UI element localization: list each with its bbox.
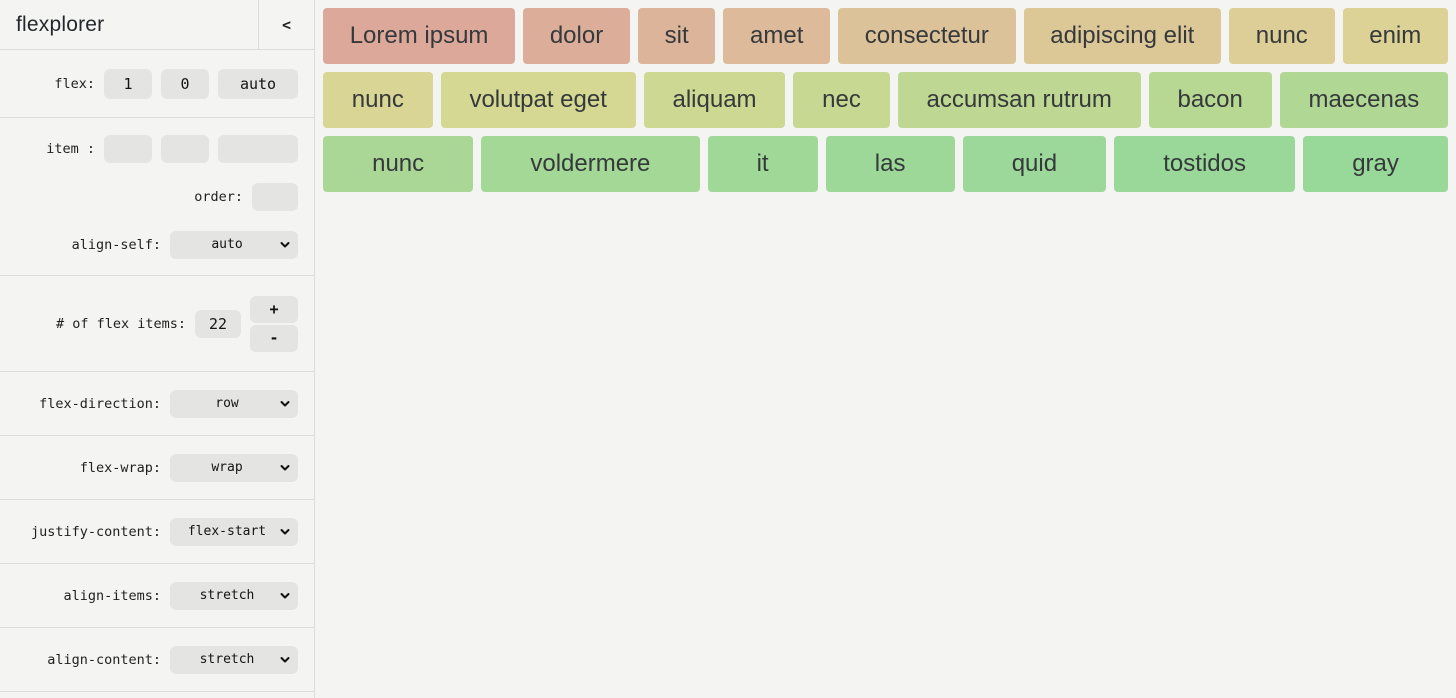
justify-content-row: justify-content: flex-start (16, 517, 298, 546)
flex-item[interactable]: nunc (323, 136, 474, 192)
align-content-label: align-content: (47, 651, 161, 668)
align-content-select[interactable]: stretch (170, 645, 298, 674)
flex-item[interactable]: adipiscing elit (1023, 8, 1222, 64)
flex-item[interactable]: bacon (1148, 72, 1272, 128)
align-items-row: align-items: stretch (16, 581, 298, 610)
item-count-label: # of flex items: (55, 315, 186, 332)
flex-direction-select[interactable]: row (170, 389, 298, 418)
item-count-row: # of flex items: + - (16, 295, 298, 352)
flex-item[interactable]: enim (1342, 8, 1448, 64)
flex-grow-input[interactable] (104, 68, 152, 99)
flex-direction-label: flex-direction: (39, 395, 161, 412)
item-count-input[interactable] (195, 309, 241, 338)
align-content-section: align-content: stretch (0, 628, 314, 692)
flex-item[interactable]: it (707, 136, 818, 192)
item-flex-basis-input[interactable] (218, 134, 298, 163)
flex-item[interactable]: aliquam (643, 72, 786, 128)
flex-item[interactable]: volutpat eget (440, 72, 636, 128)
order-input[interactable] (252, 182, 298, 211)
item-count-stepper: + - (250, 295, 298, 352)
flex-item[interactable]: sit (637, 8, 716, 64)
align-content-row: align-content: stretch (16, 645, 298, 674)
flex-label: flex: (54, 75, 95, 92)
flex-item[interactable]: voldermere (481, 136, 700, 192)
item-flex-row: item : (16, 134, 298, 163)
flex-item[interactable]: las (825, 136, 955, 192)
order-label: order: (194, 188, 243, 205)
align-self-row: align-self: auto (16, 230, 298, 259)
order-row: order: (16, 182, 298, 211)
app-title: flexplorer (16, 12, 105, 36)
flex-direction-section: flex-direction: row (0, 372, 314, 436)
justify-content-select[interactable]: flex-start (170, 517, 298, 546)
sidebar: flexplorer < flex: item : order: align-s… (0, 0, 315, 698)
align-items-label: align-items: (63, 587, 161, 604)
justify-content-label: justify-content: (30, 523, 161, 540)
flex-section: flex: (0, 50, 314, 118)
flex-direction-row: flex-direction: row (16, 389, 298, 418)
flex-item[interactable]: nec (793, 72, 890, 128)
item-label: item : (46, 140, 95, 157)
align-items-select[interactable]: stretch (170, 581, 298, 610)
flex-item[interactable]: dolor (523, 8, 630, 64)
align-self-select[interactable]: auto (170, 230, 298, 259)
flex-wrap-label: flex-wrap: (79, 459, 161, 476)
flex-item[interactable]: tostidos (1114, 136, 1296, 192)
align-self-label: align-self: (71, 236, 161, 253)
flex-item[interactable]: consectetur (838, 8, 1016, 64)
flex-item[interactable]: gray (1303, 136, 1448, 192)
item-count-section: # of flex items: + - (0, 276, 314, 372)
flex-item[interactable]: accumsan rutrum (897, 72, 1141, 128)
flex-item[interactable]: nunc (1229, 8, 1335, 64)
add-item-button[interactable]: + (250, 295, 298, 323)
flex-shrink-input[interactable] (161, 68, 209, 99)
flex-item[interactable]: nunc (323, 72, 433, 128)
flex-wrap-section: flex-wrap: wrap (0, 436, 314, 500)
flex-row: flex: (16, 68, 298, 99)
item-flex-grow-input[interactable] (104, 134, 152, 163)
sidebar-filler (0, 692, 314, 698)
flex-item[interactable]: amet (723, 8, 831, 64)
sidebar-collapse-button[interactable]: < (258, 0, 314, 49)
chevron-left-icon: < (281, 15, 292, 34)
flex-item[interactable]: quid (962, 136, 1107, 192)
justify-content-section: justify-content: flex-start (0, 500, 314, 564)
flex-wrap-select[interactable]: wrap (170, 453, 298, 482)
flex-item[interactable]: Lorem ipsum (323, 8, 516, 64)
remove-item-button[interactable]: - (250, 324, 298, 352)
item-flex-shrink-input[interactable] (161, 134, 209, 163)
flex-basis-input[interactable] (218, 68, 298, 99)
align-items-section: align-items: stretch (0, 564, 314, 628)
flex-item[interactable]: maecenas (1279, 72, 1449, 128)
flex-wrap-row: flex-wrap: wrap (16, 453, 298, 482)
sidebar-header: flexplorer < (0, 0, 314, 50)
item-section: item : order: align-self: auto (0, 118, 314, 276)
